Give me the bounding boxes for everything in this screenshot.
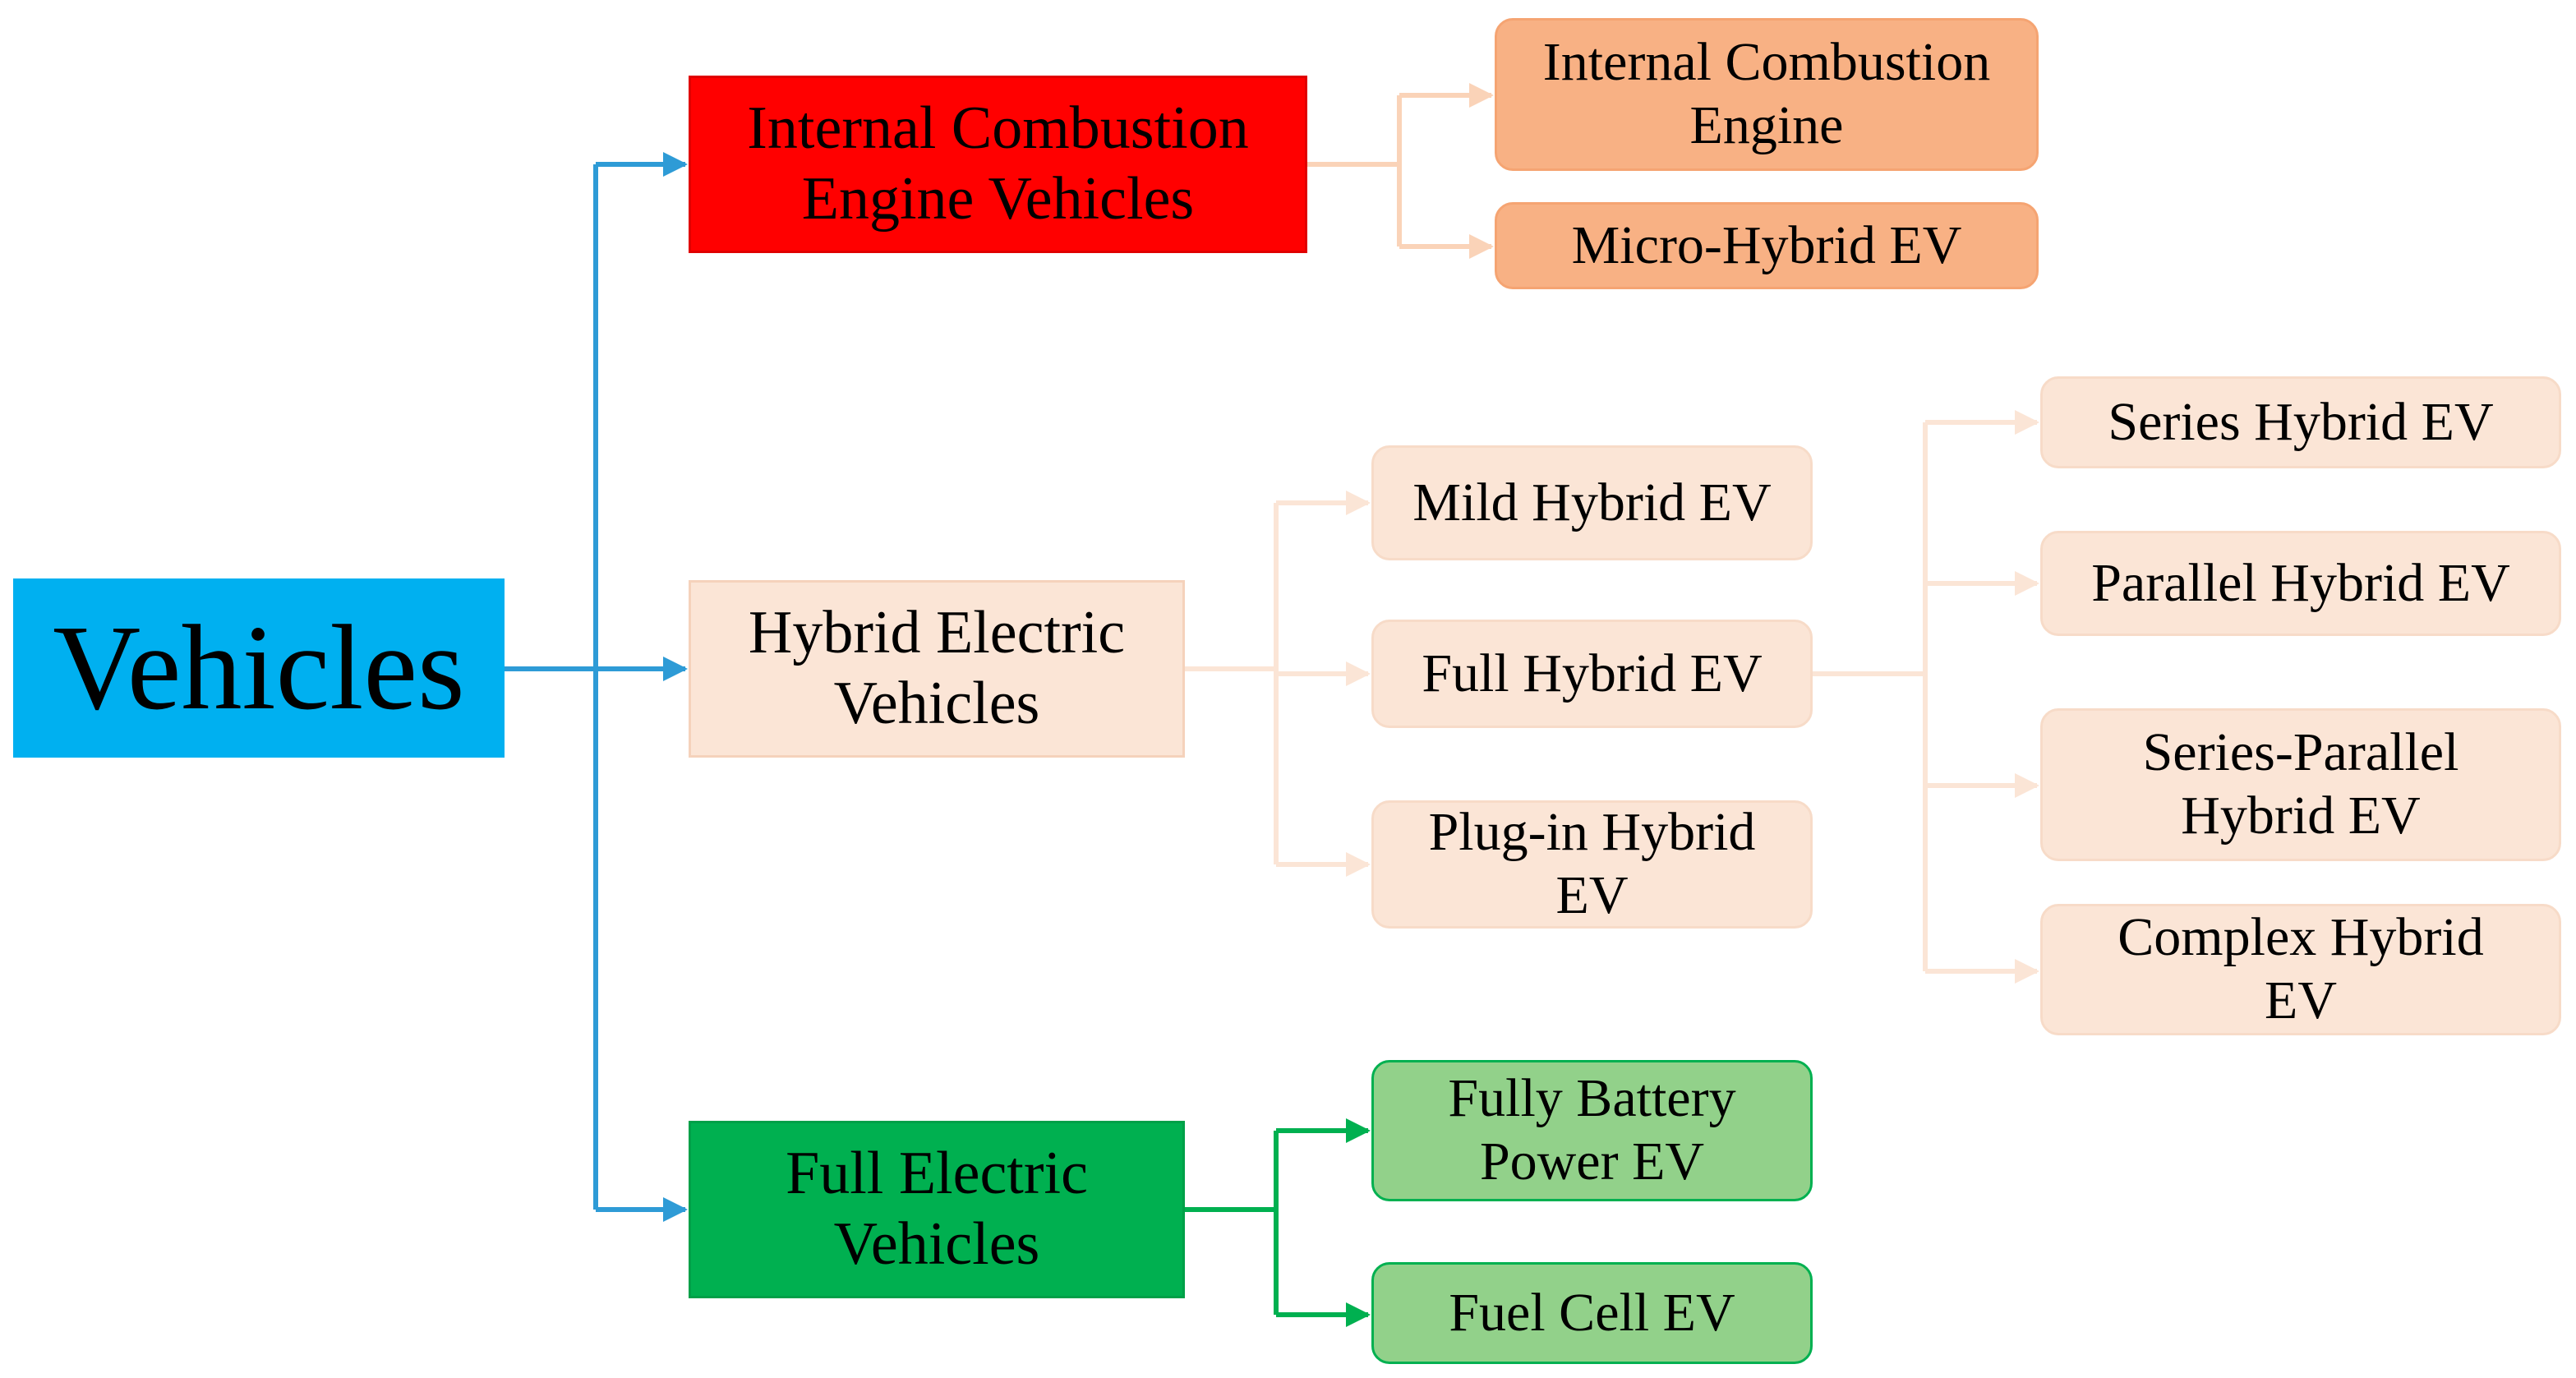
parallel-hybrid-ev-label: Parallel Hybrid EV	[2091, 552, 2510, 613]
mild-hybrid-ev-node: Mild Hybrid EV	[1371, 445, 1813, 560]
plug-in-hybrid-ev-label: Plug-in Hybrid EV	[1428, 802, 1756, 925]
root-connectors	[505, 152, 688, 1222]
parallel-hybrid-ev-node: Parallel Hybrid EV	[2040, 531, 2561, 636]
ice-vehicles-label: Internal Combustion Engine Vehicles	[747, 94, 1249, 233]
complex-hybrid-ev-label: Complex Hybrid EV	[2117, 907, 2484, 1030]
series-parallel-hybrid-ev-node: Series-Parallel Hybrid EV	[2040, 708, 2561, 861]
mild-hybrid-ev-label: Mild Hybrid EV	[1412, 472, 1772, 532]
electric-connectors	[1185, 1118, 1371, 1327]
vehicles-root-node: Vehicles	[13, 578, 505, 758]
fuel-cell-ev-node: Fuel Cell EV	[1371, 1262, 1813, 1364]
complex-hybrid-ev-node: Complex Hybrid EV	[2040, 904, 2561, 1035]
micro-hybrid-ev-node: Micro-Hybrid EV	[1495, 202, 2039, 289]
hybrid-electric-vehicles-node: Hybrid Electric Vehicles	[689, 580, 1185, 758]
hybrid-electric-vehicles-label: Hybrid Electric Vehicles	[748, 599, 1126, 737]
fuel-cell-ev-label: Fuel Cell EV	[1449, 1282, 1735, 1343]
internal-combustion-engine-node: Internal Combustion Engine	[1495, 18, 2039, 171]
internal-combustion-engine-label: Internal Combustion Engine	[1542, 32, 1991, 155]
micro-hybrid-ev-label: Micro-Hybrid EV	[1571, 214, 1962, 275]
plug-in-hybrid-ev-node: Plug-in Hybrid EV	[1371, 800, 1813, 929]
full-hybrid-ev-node: Full Hybrid EV	[1371, 620, 1813, 728]
full-electric-vehicles-label: Full Electric Vehicles	[786, 1140, 1088, 1278]
full-electric-vehicles-node: Full Electric Vehicles	[689, 1121, 1185, 1298]
series-hybrid-ev-node: Series Hybrid EV	[2040, 376, 2561, 468]
series-hybrid-ev-label: Series Hybrid EV	[2108, 391, 2494, 452]
full-hybrid-connectors	[1813, 410, 2039, 984]
full-hybrid-ev-label: Full Hybrid EV	[1422, 643, 1763, 703]
fully-battery-power-ev-label: Fully Battery Power EV	[1448, 1068, 1736, 1191]
hybrid-connectors	[1185, 491, 1371, 877]
fully-battery-power-ev-node: Fully Battery Power EV	[1371, 1060, 1813, 1201]
series-parallel-hybrid-ev-label: Series-Parallel Hybrid EV	[2142, 722, 2459, 846]
ice-vehicles-node: Internal Combustion Engine Vehicles	[689, 76, 1307, 253]
vehicles-root-label: Vehicles	[53, 601, 465, 735]
ice-connectors	[1307, 83, 1494, 259]
